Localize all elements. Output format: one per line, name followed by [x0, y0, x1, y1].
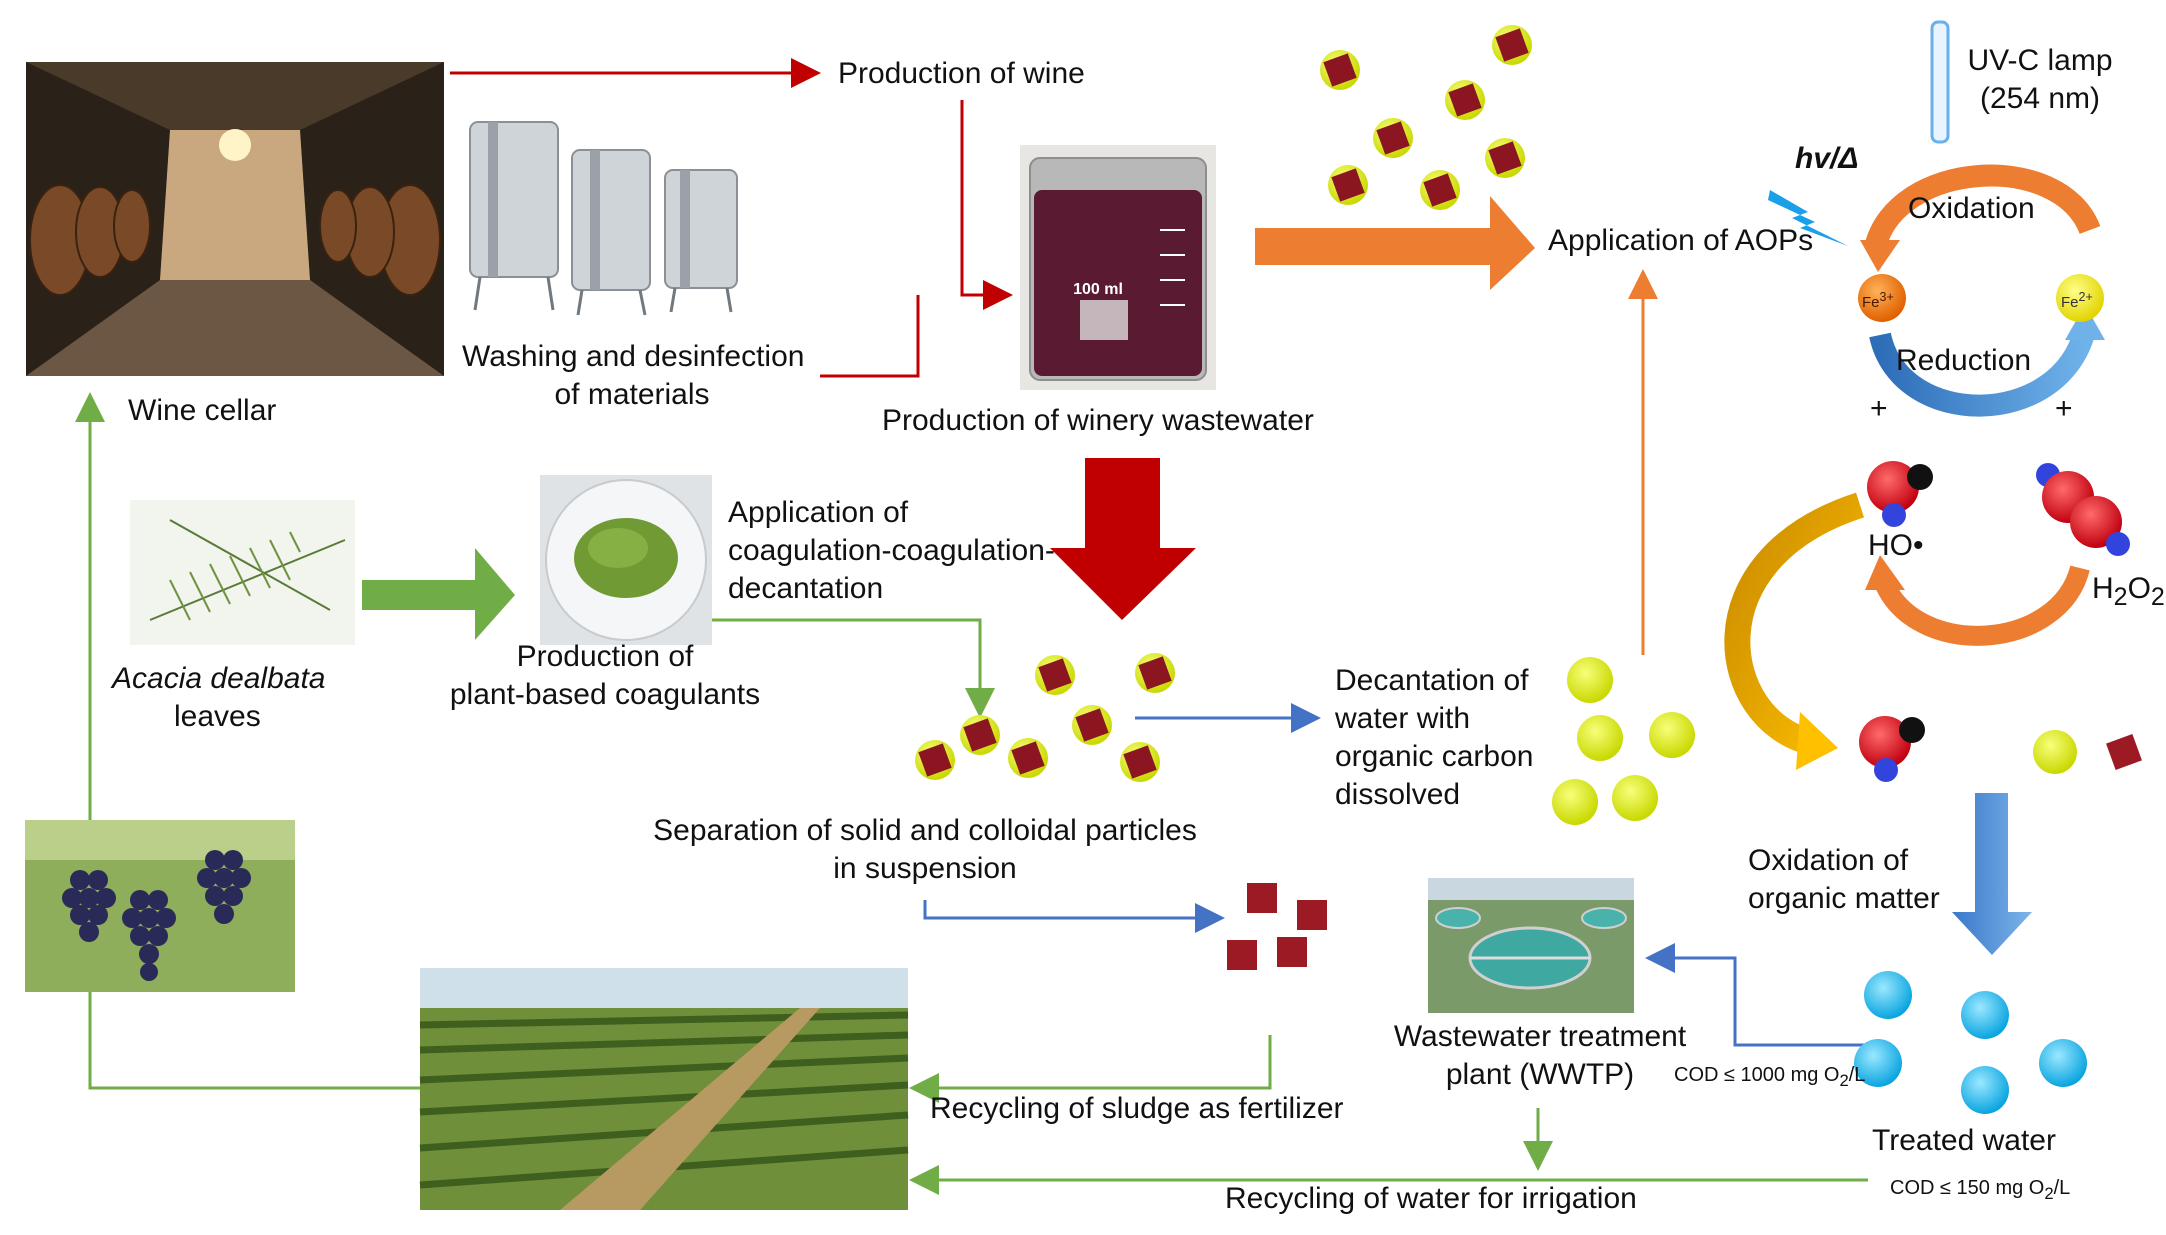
label-coagulation-line2: coagulation-coagulation-: [728, 534, 1055, 567]
reduction-arc: [1869, 326, 2096, 417]
label-separation: Separation of solid and colloidal partic…: [650, 812, 1200, 888]
big-green-right-arrow: [362, 548, 515, 640]
label-fe2: Fe2+: [2061, 290, 2093, 311]
beaker-volume-text: 100 ml: [1073, 281, 1123, 298]
uv-lamp-icon: [1930, 20, 1950, 144]
lightning-icon: [1768, 190, 1848, 246]
label-oxidation-organic: Oxidation of organic matter: [1748, 842, 1940, 918]
label-decantation-line3: organic carbon: [1335, 740, 1534, 773]
label-h2o2: H2O2: [2092, 572, 2165, 611]
oxidation-arrowhead: [1860, 240, 1900, 272]
label-cod-150: COD ≤ 150 mg O2/L: [1890, 1177, 2071, 1203]
reduction-arrowhead: [2065, 305, 2105, 340]
vineyard-photo: [419, 968, 909, 1210]
gold-arrowhead: [1796, 712, 1838, 770]
label-recycling-sludge: Recycling of sludge as fertilizer: [930, 1092, 1344, 1125]
product-red-particle: [2106, 734, 2142, 770]
label-coagulation-line3: decantation: [728, 572, 884, 605]
wwtp-photo: [1428, 878, 1634, 1013]
arrow-vineyard-to-grapes: [88, 990, 420, 1090]
label-decantation-line1: Decantation of: [1335, 664, 1529, 697]
label-uvc-lamp-line2: (254 nm): [1979, 82, 2101, 115]
label-oxidation-organic-line1: Oxidation of: [1748, 844, 1909, 877]
label-coagulation-line1: Application of: [728, 496, 909, 529]
arrow-to-wwtp: [1645, 943, 1868, 1047]
coagulant-powder-photo: [540, 475, 712, 645]
label-washing: Washing and desinfection of materials: [462, 338, 805, 414]
fe3-ion: [1858, 274, 1906, 322]
label-plus-left: +: [1870, 392, 1888, 425]
label-separation-line1: Separation of solid and colloidal partic…: [653, 814, 1197, 847]
label-wwtp-line2: plant (WWTP): [1445, 1058, 1635, 1091]
label-leaves: leaves: [174, 700, 261, 733]
dissolved-organic-carbon-particles: [1552, 657, 1695, 825]
label-coagulation: Application of coagulation-coagulation- …: [728, 494, 1055, 608]
hydrogen-peroxide-molecule: [2036, 463, 2130, 556]
label-separation-line2: in suspension: [833, 852, 1017, 885]
pollutant-particles-top: [1320, 25, 1532, 210]
label-treated-water: Treated water: [1872, 1124, 2056, 1157]
arrow-sludge-to-vineyard: [909, 1035, 1272, 1103]
fe2-ion: [2056, 274, 2104, 322]
steel-tanks-photo: [469, 121, 738, 316]
label-plant-coagulants-line2: plant-based coagulants: [449, 678, 761, 711]
label-fe3: Fe3+: [1862, 290, 1894, 311]
label-plus-right: +: [2055, 392, 2073, 425]
label-decantation: Decantation of water with organic carbon…: [1335, 662, 1533, 814]
beaker-photo: 100 ml: [1020, 145, 1216, 390]
label-oxidation: Oxidation: [1908, 192, 2035, 225]
oxidation-arc: [1864, 164, 2101, 252]
treated-water-particles: [1854, 971, 2087, 1114]
big-red-down-arrow: [1050, 458, 1196, 620]
label-plant-coagulants-line1: Production of: [516, 640, 694, 673]
label-plant-coagulants: Production of plant-based coagulants: [440, 638, 770, 714]
label-wwtp: Wastewater treatment plant (WWTP): [1380, 1018, 1700, 1094]
label-wwtp-line1: Wastewater treatment: [1393, 1020, 1687, 1053]
label-production-winery-wastewater: Production of winery wastewater: [882, 404, 1314, 437]
label-cod-1000: COD ≤ 1000 mg O2/L: [1674, 1064, 1866, 1090]
grapes-photo: [25, 820, 295, 992]
label-oxidation-organic-line2: organic matter: [1748, 882, 1940, 915]
label-ho-radical: HO•: [1868, 529, 1924, 562]
big-blue-down-arrow: [1952, 793, 2032, 955]
arrow-coagulant-to-particles: [710, 618, 995, 718]
label-reduction: Reduction: [1896, 344, 2032, 377]
h2o2-to-ho-arrowhead: [1865, 555, 1905, 590]
gold-curved-arrow: [1724, 492, 1865, 755]
product-yellow-particle: [2033, 730, 2077, 774]
h2o2-to-ho-arc: [1875, 565, 2090, 646]
ho-product-molecule: [1859, 716, 1925, 782]
label-washing-line2: of materials: [554, 378, 710, 411]
label-washing-line1: Washing and desinfection: [462, 340, 805, 373]
label-decantation-line2: water with: [1335, 702, 1471, 735]
label-production-of-wine: Production of wine: [838, 57, 1085, 90]
wine-cellar-photo: [26, 62, 444, 376]
label-acacia: Acacia dealbata: [112, 662, 326, 695]
acacia-leaves-photo: [130, 500, 355, 645]
big-orange-right-arrow: [1255, 196, 1535, 290]
label-uvc-lamp: UV-C lamp (254 nm): [1955, 42, 2125, 118]
label-uvc-lamp-line1: UV-C lamp: [1967, 44, 2113, 77]
label-application-aops: Application of AOPs: [1548, 224, 1814, 257]
arrow-to-sludge: [923, 900, 1225, 933]
label-decantation-line4: dissolved: [1335, 778, 1461, 811]
sludge-particles: [1227, 883, 1327, 970]
label-recycling-water: Recycling of water for irrigation: [1225, 1182, 1637, 1215]
arrow-washing-to-wastewater: [820, 295, 920, 378]
arrow-wine-to-wastewater: [960, 100, 1013, 310]
label-wine-cellar: Wine cellar: [128, 394, 277, 427]
label-hv-delta: hv/Δ: [1795, 142, 1859, 175]
hydroxyl-radical-molecule: [1867, 461, 1933, 527]
